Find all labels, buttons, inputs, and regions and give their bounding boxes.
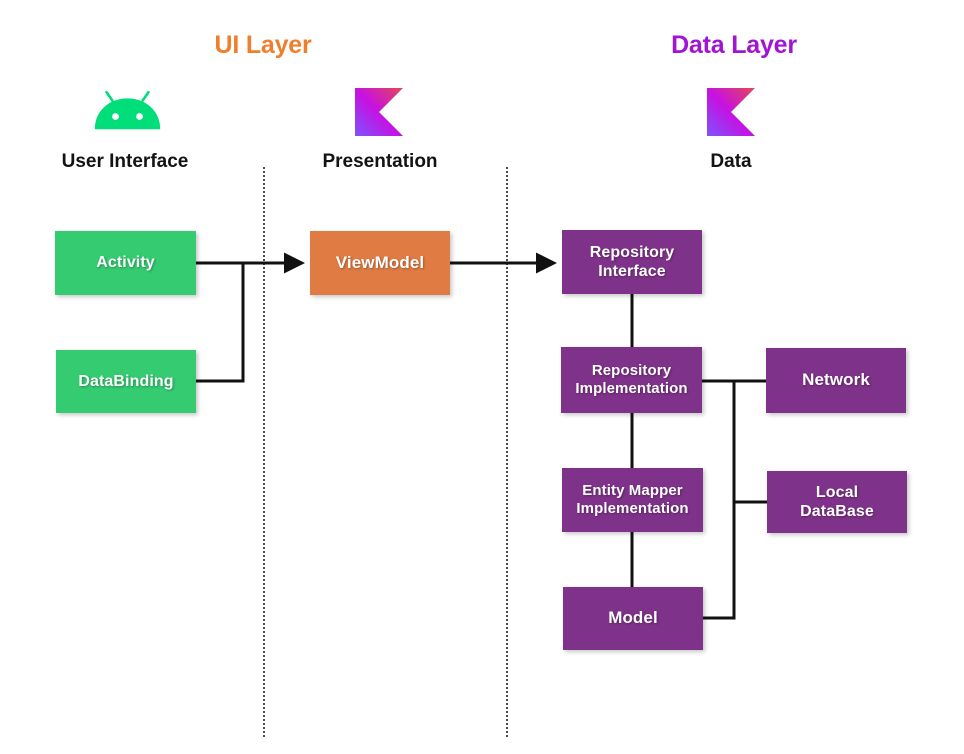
node-repository-implementation[interactable]: Repository Implementation: [561, 347, 702, 413]
column-caption-user-interface: User Interface: [61, 151, 189, 172]
node-entity-mapper-implementation-label: Entity Mapper Implementation: [576, 482, 689, 517]
node-repository-implementation-label: Repository Implementation: [575, 362, 688, 397]
node-entity-mapper-implementation[interactable]: Entity Mapper Implementation: [562, 468, 703, 532]
kotlin-logo-icon: [707, 88, 755, 136]
node-viewmodel[interactable]: ViewModel: [310, 231, 450, 295]
node-network[interactable]: Network: [766, 348, 906, 413]
column-caption-data: Data: [710, 151, 752, 172]
node-activity[interactable]: Activity: [55, 231, 196, 295]
node-repository-interface[interactable]: Repository Interface: [562, 230, 702, 294]
node-local-database-label: Local DataBase: [800, 483, 874, 520]
kotlin-logo-icon: [355, 88, 403, 136]
node-local-database[interactable]: Local DataBase: [767, 471, 907, 533]
data-layer-title: Data Layer: [671, 31, 797, 59]
node-model-label: Model: [608, 608, 658, 628]
column-caption-presentation: Presentation: [322, 151, 438, 172]
node-repository-interface-label: Repository Interface: [589, 243, 675, 280]
layer-divider-left: [263, 167, 265, 737]
node-viewmodel-label: ViewModel: [335, 252, 425, 272]
node-model[interactable]: Model: [563, 587, 703, 650]
ui-layer-title: UI Layer: [214, 31, 312, 59]
node-databinding[interactable]: DataBinding: [56, 350, 196, 413]
node-activity-label: Activity: [96, 254, 155, 272]
android-logo-icon: [94, 88, 161, 130]
node-databinding-label: DataBinding: [78, 372, 174, 390]
layer-divider-right: [506, 167, 508, 737]
node-network-label: Network: [802, 370, 870, 390]
